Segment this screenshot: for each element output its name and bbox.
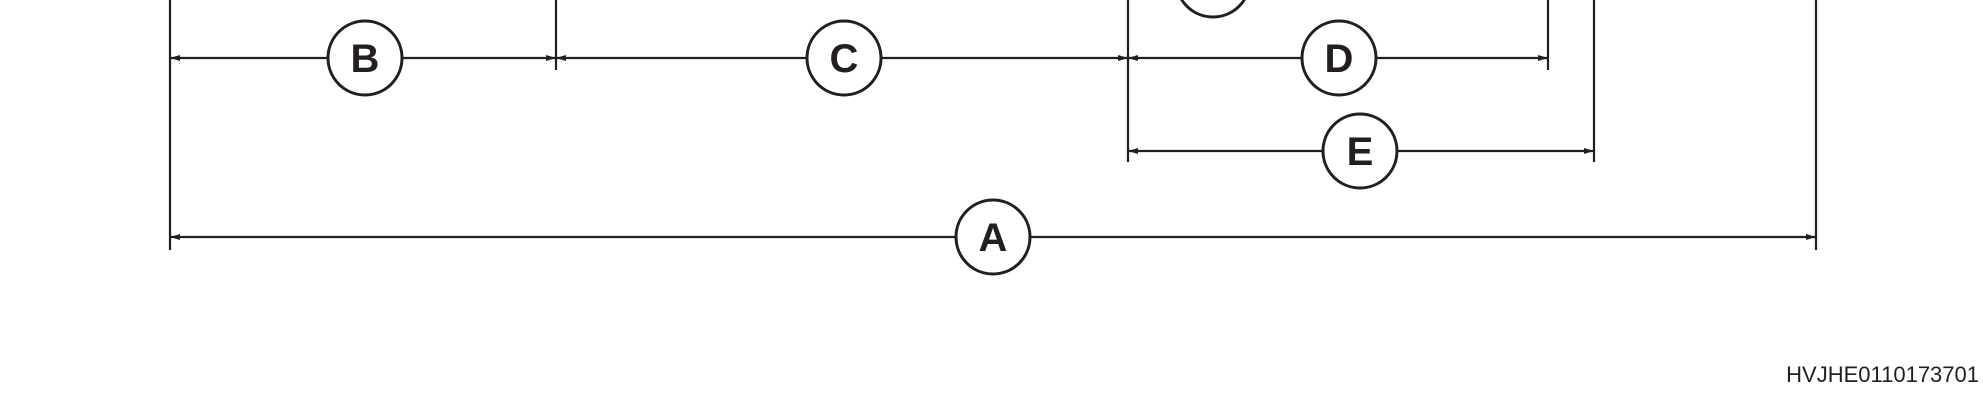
callout-circle-e (1321, 112, 1399, 190)
callout-circle-c (805, 19, 883, 97)
dimension-d: D (1128, 19, 1548, 97)
partial-callout-circle (1180, 0, 1246, 19)
dimension-a: A (170, 198, 1816, 276)
callout-label-c: C (830, 37, 859, 81)
callout-circle-a (954, 198, 1032, 276)
dimension-c: C (556, 19, 1128, 97)
dimension-e: E (1128, 112, 1594, 190)
callout-label-e: E (1347, 130, 1374, 174)
callout-label-d: D (1325, 37, 1354, 81)
callout-label-a: A (979, 216, 1008, 260)
dimension-b: B (170, 19, 556, 97)
callout-label-b: B (351, 37, 380, 81)
callout-circle-b (326, 19, 404, 97)
figure-id-code: HVJHE0110173701 (1786, 362, 1979, 387)
callout-circle-d (1300, 19, 1378, 97)
